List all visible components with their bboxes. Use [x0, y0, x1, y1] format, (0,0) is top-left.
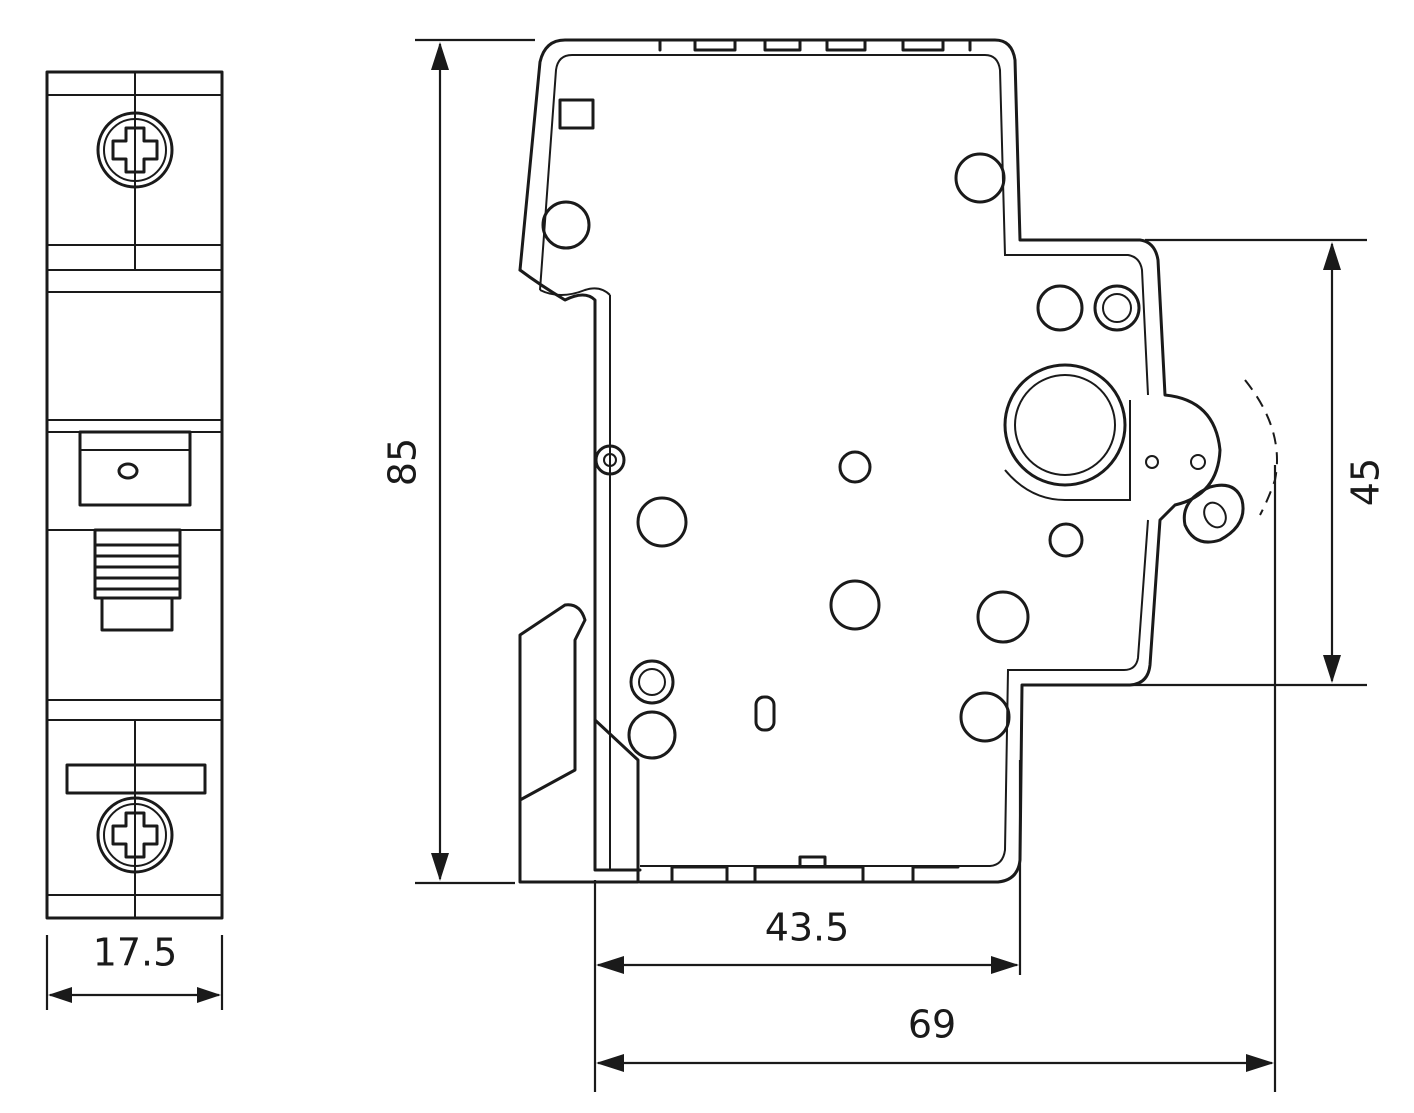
- dimension-front-height-label: 45: [1344, 458, 1388, 506]
- dimension-total-depth: 69: [596, 465, 1277, 1092]
- front-view: [45, 70, 224, 920]
- dimension-front-height: 45: [1115, 238, 1388, 687]
- dimension-body-depth-label: 43.5: [765, 906, 850, 950]
- top-screw-icon: [96, 111, 174, 189]
- dimension-height-label: 85: [381, 438, 425, 486]
- side-view: [518, 38, 1278, 884]
- dimension-total-depth-label: 69: [908, 1003, 956, 1047]
- bottom-screw-icon: [96, 796, 174, 874]
- label-slot: [65, 763, 207, 795]
- dimension-body-depth: 43.5: [593, 760, 1022, 1092]
- dimension-width-label: 17.5: [93, 931, 178, 975]
- dimension-height: 85: [381, 38, 535, 885]
- dimension-width: 17.5: [45, 931, 224, 1010]
- toggle-lever: [93, 528, 182, 632]
- bottom-clips: [670, 855, 960, 884]
- top-clips: [658, 38, 972, 52]
- indicator-icon: [117, 462, 139, 480]
